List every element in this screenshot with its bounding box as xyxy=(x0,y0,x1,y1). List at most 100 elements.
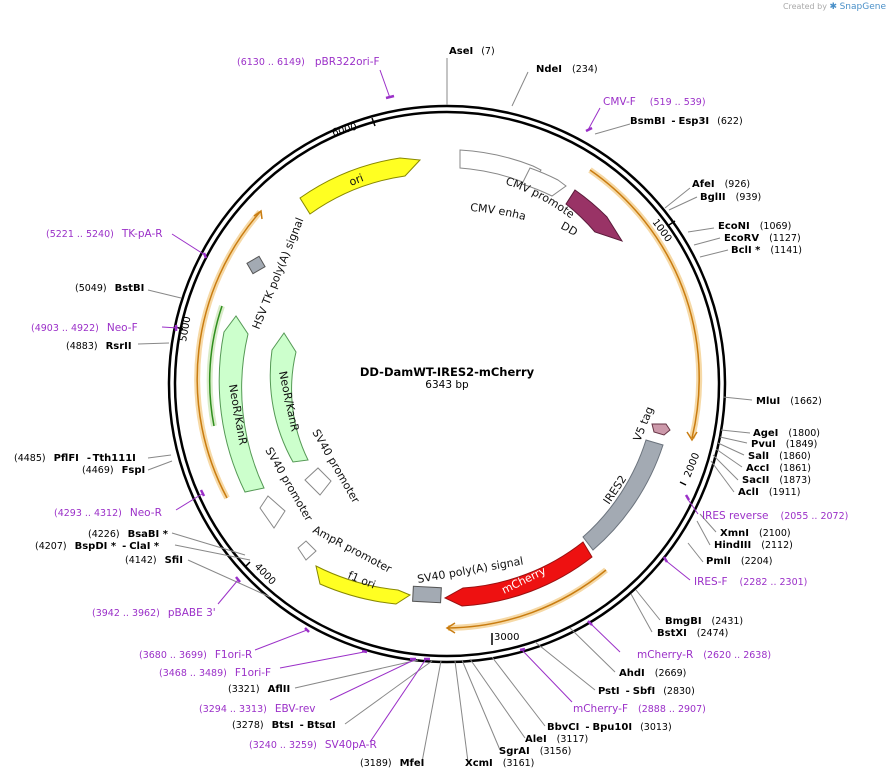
site-ndei[interactable]: NdeI(234) xyxy=(536,64,598,75)
site-aflii[interactable]: (3321)AflII xyxy=(228,684,290,695)
site-mfei[interactable]: (3189)MfeI xyxy=(360,758,424,769)
site-alei[interactable]: AleI(3117) xyxy=(525,734,588,745)
site-hindiii[interactable]: HindIII(2112) xyxy=(714,540,793,551)
primer-f1ori-r[interactable]: (3680 .. 3699)F1ori-R xyxy=(139,649,252,661)
svg-text:AccI(1861): AccI(1861) xyxy=(746,463,811,474)
svg-text:6000: 6000 xyxy=(331,122,358,139)
site-bmgbi[interactable]: BmgBI(2431) xyxy=(665,616,743,627)
svg-text:(3942 .. 3962)pBABE 3': (3942 .. 3962)pBABE 3' xyxy=(92,607,216,619)
tick-2000: 2000 xyxy=(679,451,703,486)
svg-text:SacII(1873): SacII(1873) xyxy=(742,475,811,486)
svg-text:mCherry-F(2888 .. 2907): mCherry-F(2888 .. 2907) xyxy=(573,703,706,715)
site-mlui[interactable]: MluI(1662) xyxy=(756,396,822,407)
site-sgrai[interactable]: SgrAI(3156) xyxy=(499,746,571,757)
site-agei[interactable]: AgeI(1800) xyxy=(753,428,820,439)
primer-f1ori-f[interactable]: (3468 .. 3489)F1ori-F xyxy=(159,667,271,679)
credit-prefix: Created by xyxy=(782,2,827,11)
svg-text:(4142)SfiI: (4142)SfiI xyxy=(125,555,183,566)
svg-text:MluI(1662): MluI(1662) xyxy=(756,396,822,407)
orf-outer-bottom xyxy=(445,567,608,634)
feature-sv40-promoter-inner[interactable]: SV40 promoter xyxy=(304,427,362,506)
feature-neor-inner[interactable]: NeoR/KanR xyxy=(269,332,309,463)
svg-text:ori: ori xyxy=(347,171,365,188)
svg-text:(4903 .. 4922)Neo-F: (4903 .. 4922)Neo-F xyxy=(31,322,138,334)
site-pmli[interactable]: PmlI(2204) xyxy=(706,556,773,567)
site-pvui[interactable]: PvuI(1849) xyxy=(751,439,817,450)
tick-3000: 3000 xyxy=(491,632,519,645)
feature-f1-ori[interactable]: f1 ori xyxy=(315,565,412,605)
svg-text:EcoNI(1069): EcoNI(1069) xyxy=(718,221,791,232)
feature-v5-tag[interactable]: V5 tag xyxy=(631,405,671,443)
svg-text:CMV-F(519 .. 539): CMV-F(519 .. 539) xyxy=(603,96,706,108)
site-rsrii[interactable]: (4883)RsrII xyxy=(66,341,132,352)
svg-text:AseI(7): AseI(7) xyxy=(449,46,495,57)
site-bstxi[interactable]: BstXI(2474) xyxy=(657,628,728,639)
primer-ires-reverse[interactable]: IRES reverse(2055 .. 2072) xyxy=(702,510,848,522)
primer-sv40pa-r[interactable]: (3240 .. 3259)SV40pA-R xyxy=(249,739,377,751)
svg-text:2000: 2000 xyxy=(683,451,703,479)
feature-hsv-tk-polya[interactable]: HSV TK poly(A) signal xyxy=(246,216,307,331)
feature-ampr-promoter[interactable]: AmpR promoter xyxy=(297,523,394,576)
svg-text:(4293 .. 4312)Neo-R: (4293 .. 4312)Neo-R xyxy=(54,507,162,519)
svg-text:(5049)BstBI: (5049)BstBI xyxy=(75,283,144,294)
primer-mcherry-r[interactable]: mCherry-R(2620 .. 2638) xyxy=(637,649,771,661)
primer-pbabe-3[interactable]: (3942 .. 3962)pBABE 3' xyxy=(92,607,216,619)
feature-neor-outer[interactable]: NeoR/KanR xyxy=(218,315,265,493)
site-xmni[interactable]: XmnI(2100) xyxy=(720,528,791,539)
primers: (6130 .. 6149)pBR322ori-F CMV-F(519 .. 5… xyxy=(31,56,848,751)
svg-text:HindIII(2112): HindIII(2112) xyxy=(714,540,793,551)
site-bbvci[interactable]: BbvCI-Bpu10I(3013) xyxy=(547,722,672,733)
svg-text:XcmI(3161): XcmI(3161) xyxy=(465,758,534,769)
primer-ebv-rev[interactable]: (3294 .. 3313)EBV-rev xyxy=(199,703,316,715)
site-pflfi[interactable]: (4485)PflFI-Tth111I xyxy=(14,453,136,464)
svg-text:HSV TK poly(A) signal: HSV TK poly(A) signal xyxy=(250,216,307,331)
site-sacii[interactable]: SacII(1873) xyxy=(742,475,811,486)
site-econi[interactable]: EcoNI(1069) xyxy=(718,221,791,232)
svg-text:DD: DD xyxy=(559,219,580,239)
primer-mcherry-f[interactable]: mCherry-F(2888 .. 2907) xyxy=(573,703,706,715)
site-bglii[interactable]: BglII(939) xyxy=(700,192,761,203)
svg-text:IRES-F(2282 .. 2301): IRES-F(2282 .. 2301) xyxy=(694,576,807,588)
svg-text:AclI(1911): AclI(1911) xyxy=(738,487,800,498)
svg-text:AfeI(926): AfeI(926) xyxy=(692,179,750,190)
site-bcli[interactable]: BclI *(1141) xyxy=(731,245,802,256)
site-ahdi[interactable]: AhdI(2669) xyxy=(619,668,686,679)
snapgene-credit: Created by ✱ SnapGene xyxy=(783,2,886,12)
svg-text:(3294 .. 3313)EBV-rev: (3294 .. 3313)EBV-rev xyxy=(199,703,316,715)
site-sali[interactable]: SalI(1860) xyxy=(748,451,811,462)
site-bsabi[interactable]: (4226)BsaBI * xyxy=(88,529,169,540)
site-afei[interactable]: AfeI(926) xyxy=(692,179,750,190)
svg-text:SalI(1860): SalI(1860) xyxy=(748,451,811,462)
primer-tk-pa-r[interactable]: (5221 .. 5240)TK-pA-R xyxy=(46,228,163,240)
site-xcmi[interactable]: XcmI(3161) xyxy=(465,758,534,769)
site-psti[interactable]: PstI-SbfI(2830) xyxy=(598,686,695,697)
svg-text:PvuI(1849): PvuI(1849) xyxy=(751,439,817,450)
svg-text:BstXI(2474): BstXI(2474) xyxy=(657,628,728,639)
site-btsi[interactable]: (3278)BtsI-BtsαI xyxy=(232,720,336,731)
primer-neo-f[interactable]: (4903 .. 4922)Neo-F xyxy=(31,322,138,334)
primer-cmv-f[interactable]: CMV-F(519 .. 539) xyxy=(603,96,706,108)
plasmid-name: DD-DamWT-IRES2-mCherry xyxy=(360,365,535,379)
site-bsmbi[interactable]: BsmBI-Esp3I(622) xyxy=(630,116,743,127)
credit-brand: SnapGene xyxy=(839,2,886,12)
feature-ori[interactable]: ori xyxy=(299,157,422,215)
primer-ires-f[interactable]: IRES-F(2282 .. 2301) xyxy=(694,576,807,588)
site-asei[interactable]: AseI(7) xyxy=(449,46,495,57)
primer-neo-r[interactable]: (4293 .. 4312)Neo-R xyxy=(54,507,162,519)
site-bstbi[interactable]: (5049)BstBI xyxy=(75,283,144,294)
svg-text:(3278)BtsI-BtsαI: (3278)BtsI-BtsαI xyxy=(232,720,336,731)
svg-text:(3468 .. 3489)F1ori-F: (3468 .. 3489)F1ori-F xyxy=(159,667,271,679)
svg-text:AleI(3117): AleI(3117) xyxy=(525,734,588,745)
svg-text:(4207)BspDI *-ClaI *: (4207)BspDI *-ClaI * xyxy=(35,541,160,552)
site-fspi[interactable]: (4469)FspI xyxy=(82,465,145,476)
feature-ires2[interactable]: IRES2 xyxy=(582,439,664,551)
site-acci[interactable]: AccI(1861) xyxy=(746,463,811,474)
svg-text:(3680 .. 3699)F1ori-R: (3680 .. 3699)F1ori-R xyxy=(139,649,252,661)
plasmid-size: 6343 bp xyxy=(425,379,469,391)
site-ecorv[interactable]: EcoRV(1127) xyxy=(724,233,801,244)
primer-pbr322ori-f[interactable]: (6130 .. 6149)pBR322ori-F xyxy=(237,56,380,68)
site-acli[interactable]: AclI(1911) xyxy=(738,487,800,498)
site-bspdi[interactable]: (4207)BspDI *-ClaI * xyxy=(35,541,160,552)
site-sfii[interactable]: (4142)SfiI xyxy=(125,555,183,566)
